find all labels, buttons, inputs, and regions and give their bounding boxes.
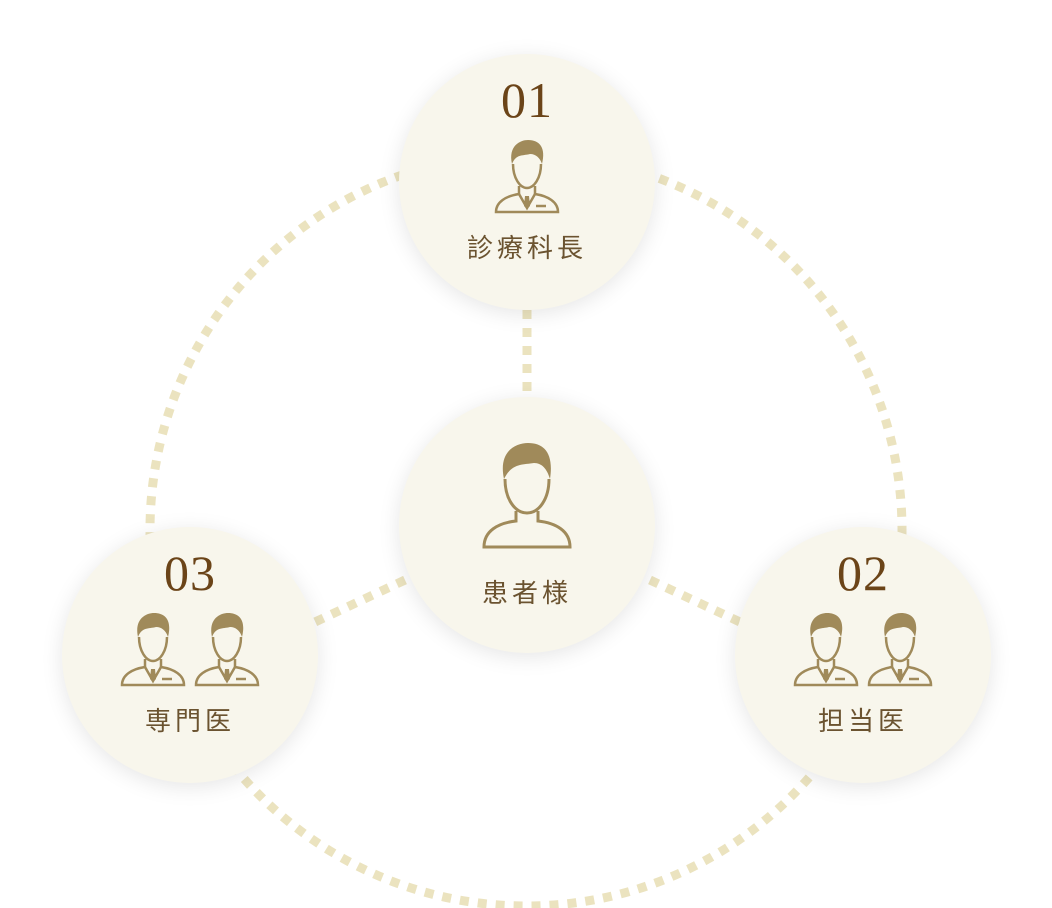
node-02-attending-physician: 02 担当医 <box>735 527 991 783</box>
doctor-icon <box>865 609 935 689</box>
node-01-department-head: 01 診療科長 <box>399 54 655 310</box>
connector-center-02 <box>648 575 742 627</box>
connector-center-03 <box>313 575 407 627</box>
node-03-specialist: 03 専門医 <box>62 527 318 783</box>
doctor-icon <box>492 136 562 216</box>
node-label: 担当医 <box>817 707 908 737</box>
patient-icon <box>480 439 574 551</box>
doctor-icon <box>791 609 861 689</box>
node-number: 03 <box>164 545 216 601</box>
node-number: 01 <box>501 72 553 128</box>
node-label: 専門医 <box>144 707 235 737</box>
node-number: 02 <box>837 545 889 601</box>
doctor-icon <box>118 609 188 689</box>
doctor-icon <box>192 609 262 689</box>
node-label: 患者様 <box>481 579 572 609</box>
node-patient: 患者様 <box>399 397 655 653</box>
node-label: 診療科長 <box>466 234 587 264</box>
